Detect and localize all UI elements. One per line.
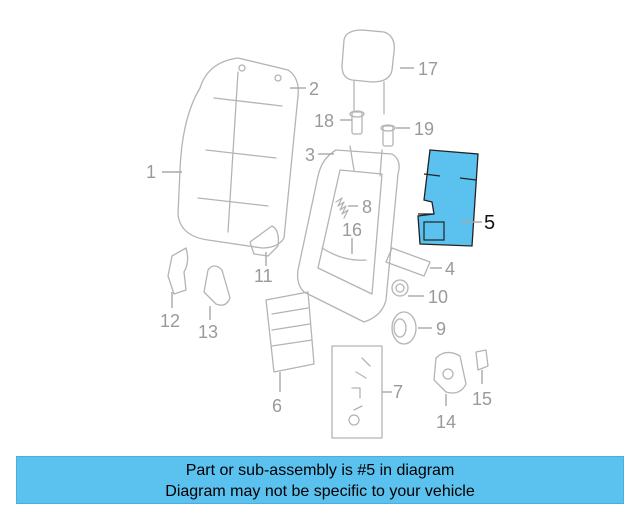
part-16-wire <box>321 247 367 261</box>
callout-1: 1 <box>146 162 156 182</box>
callout-16: 16 <box>342 220 362 240</box>
parts-diagram: 1 2 3 4 5 6 7 8 9 10 11 12 13 14 15 16 1… <box>146 29 495 439</box>
part-1-seatback-cushion <box>177 57 299 249</box>
part-13-cover <box>203 265 231 306</box>
part-4-bar <box>385 247 431 277</box>
part-9-wheel <box>391 311 417 345</box>
part-19-guide <box>380 124 396 147</box>
part-17-headrest <box>341 29 395 115</box>
callout-7: 7 <box>393 382 403 402</box>
callout-17: 17 <box>418 59 438 79</box>
leader-lines <box>162 67 483 406</box>
callout-6: 6 <box>272 396 282 416</box>
banner-line-2: Diagram may not be specific to your vehi… <box>165 483 475 500</box>
callout-19: 19 <box>414 119 434 139</box>
part-3-seatback-frame <box>296 145 400 323</box>
callout-13: 13 <box>198 322 218 342</box>
callout-4: 4 <box>445 259 455 279</box>
callout-3: 3 <box>305 145 315 165</box>
callout-11: 11 <box>254 266 273 286</box>
callout-9: 9 <box>436 319 446 339</box>
part-11-bracket <box>249 225 280 257</box>
part-8-spring <box>335 197 349 219</box>
callout-12: 12 <box>160 311 180 331</box>
part-15-clip <box>475 349 489 371</box>
callout-15: 15 <box>472 389 492 409</box>
callout-10: 10 <box>428 287 448 307</box>
part-14-cover <box>433 351 467 394</box>
callout-5: 5 <box>484 212 495 234</box>
callout-8: 8 <box>362 197 372 217</box>
callout-14: 14 <box>436 412 456 432</box>
part-5-back-panel <box>417 149 479 247</box>
callout-2: 2 <box>309 79 319 99</box>
callout-18: 18 <box>314 111 334 131</box>
part-7-hardware-kit <box>331 345 383 439</box>
banner-line-1: Part or sub-assembly is #5 in diagram <box>185 462 455 479</box>
info-banner: Part or sub-assembly is #5 in diagram Di… <box>16 456 624 504</box>
part-12-bracket <box>167 247 189 295</box>
part-10-knob <box>391 279 409 297</box>
part-6-panel <box>265 291 315 373</box>
part-18-guide <box>349 110 365 135</box>
